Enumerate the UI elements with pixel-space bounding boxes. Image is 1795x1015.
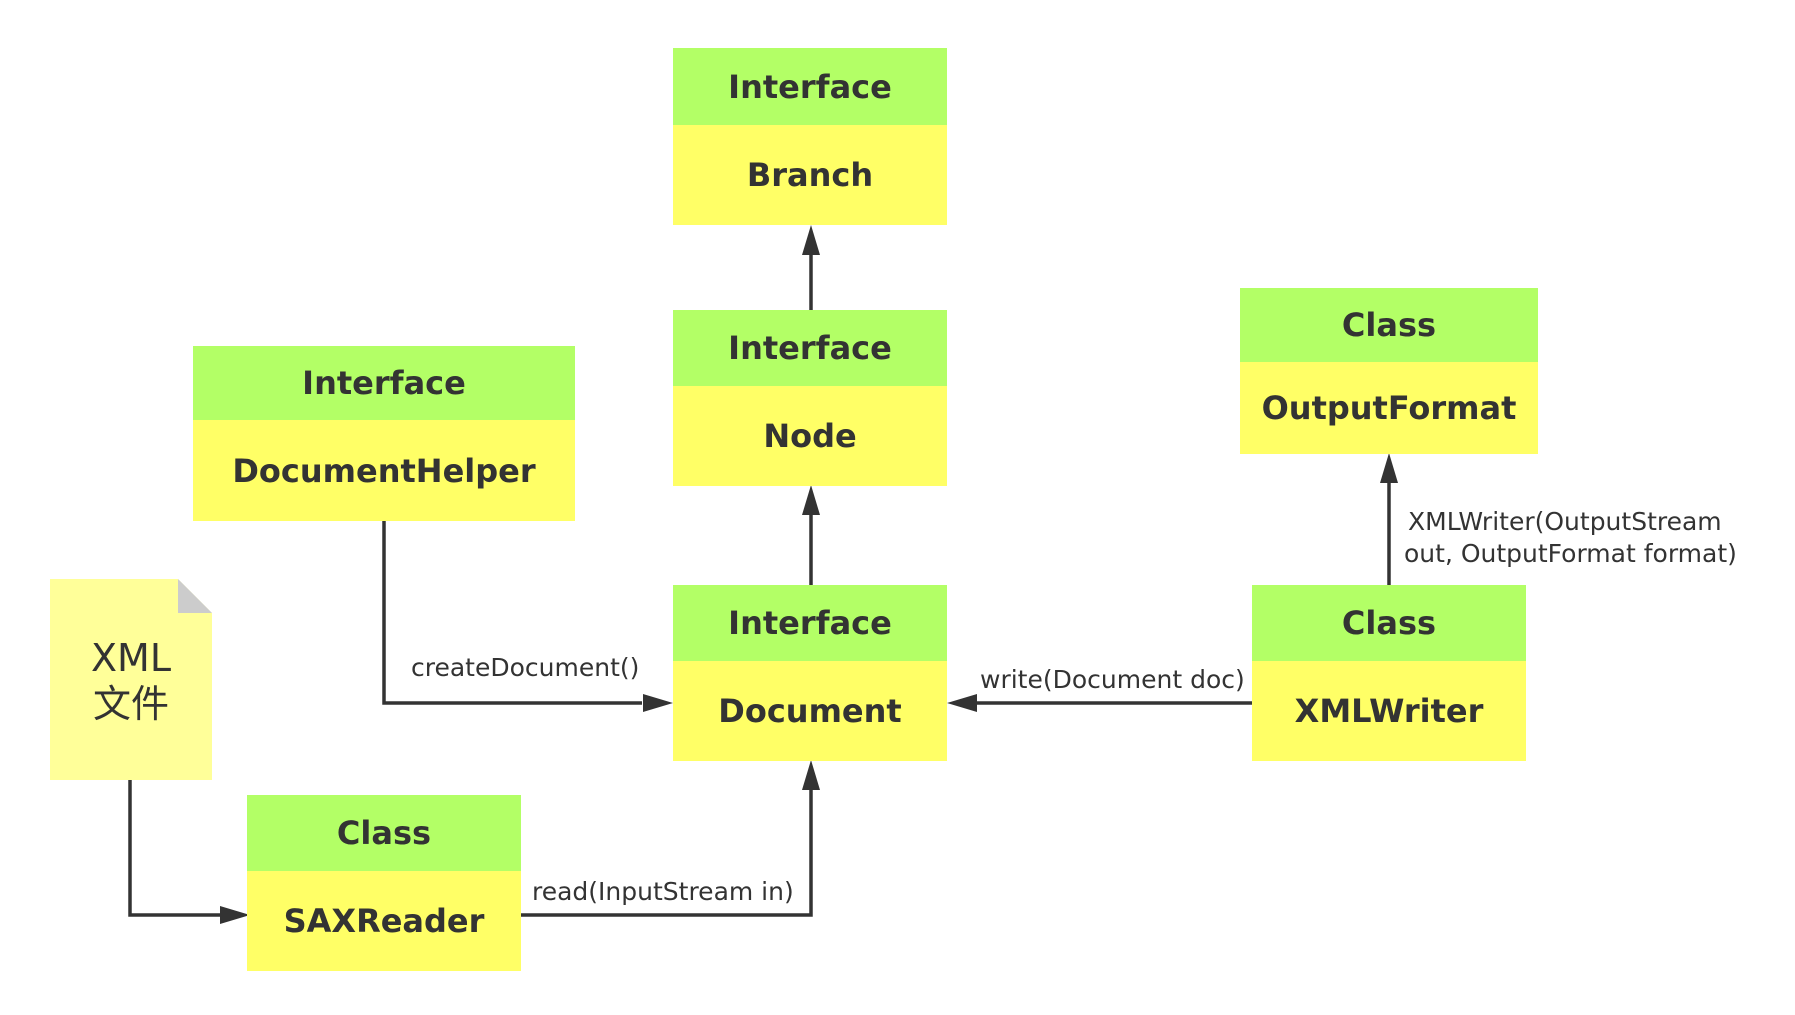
xmlwriter-name-label: XMLWriter — [1252, 661, 1526, 761]
arrowhead-document-left — [643, 694, 673, 712]
saxreader-class-box[interactable]: Class SAXReader — [247, 795, 521, 971]
file-fold — [178, 579, 212, 613]
outputformat-kind-label: Class — [1240, 288, 1538, 362]
edge-saxreader-to-document — [520, 790, 813, 917]
edge-label-xmlwriter-ctor: XMLWriter(OutputStream out, OutputFormat… — [1404, 506, 1737, 570]
xml-file-label-line1: XML — [91, 636, 171, 680]
document-interface-box[interactable]: Interface Document — [673, 585, 947, 761]
xmlwriter-kind-label: Class — [1252, 585, 1526, 661]
xmlwriter-class-box[interactable]: Class XMLWriter — [1252, 585, 1526, 761]
file-body — [50, 579, 212, 780]
branch-kind-label: Interface — [673, 48, 947, 125]
outputformat-name-label: OutputFormat — [1240, 362, 1538, 454]
node-interface-box[interactable]: Interface Node — [673, 310, 947, 486]
edge-label-create-document: createDocument() — [411, 653, 640, 682]
xml-file-label: XML 文件 — [50, 635, 212, 727]
arrowhead-node — [802, 485, 820, 515]
arrowhead-saxreader — [220, 906, 250, 924]
outputformat-class-box[interactable]: Class OutputFormat — [1240, 288, 1538, 454]
documenthelper-kind-label: Interface — [193, 346, 575, 420]
edge-label-xmlwriter-ctor-line1: XMLWriter(OutputStream — [1408, 507, 1722, 536]
documenthelper-interface-box[interactable]: Interface DocumentHelper — [193, 346, 575, 521]
edge-label-xmlwriter-ctor-line2: out, OutputFormat format) — [1404, 539, 1737, 568]
arrowhead-document-right — [947, 694, 977, 712]
edge-label-write: write(Document doc) — [980, 665, 1245, 694]
edge-file-to-saxreader — [128, 778, 222, 917]
xml-file-label-line2: 文件 — [92, 682, 169, 726]
documenthelper-name-label: DocumentHelper — [193, 420, 575, 521]
saxreader-name-label: SAXReader — [247, 871, 521, 971]
arrowhead-branch — [802, 225, 820, 255]
edge-label-read: read(InputStream in) — [532, 877, 794, 906]
document-name-label: Document — [673, 661, 947, 761]
node-kind-label: Interface — [673, 310, 947, 386]
node-name-label: Node — [673, 386, 947, 486]
edge-helper-to-document — [382, 520, 642, 705]
saxreader-kind-label: Class — [247, 795, 521, 871]
document-kind-label: Interface — [673, 585, 947, 661]
arrowhead-document-bottom — [802, 760, 820, 790]
branch-name-label: Branch — [673, 125, 947, 225]
xml-file-document-icon[interactable] — [50, 579, 212, 780]
branch-interface-box[interactable]: Interface Branch — [673, 48, 947, 225]
arrowhead-outputformat — [1380, 453, 1398, 483]
